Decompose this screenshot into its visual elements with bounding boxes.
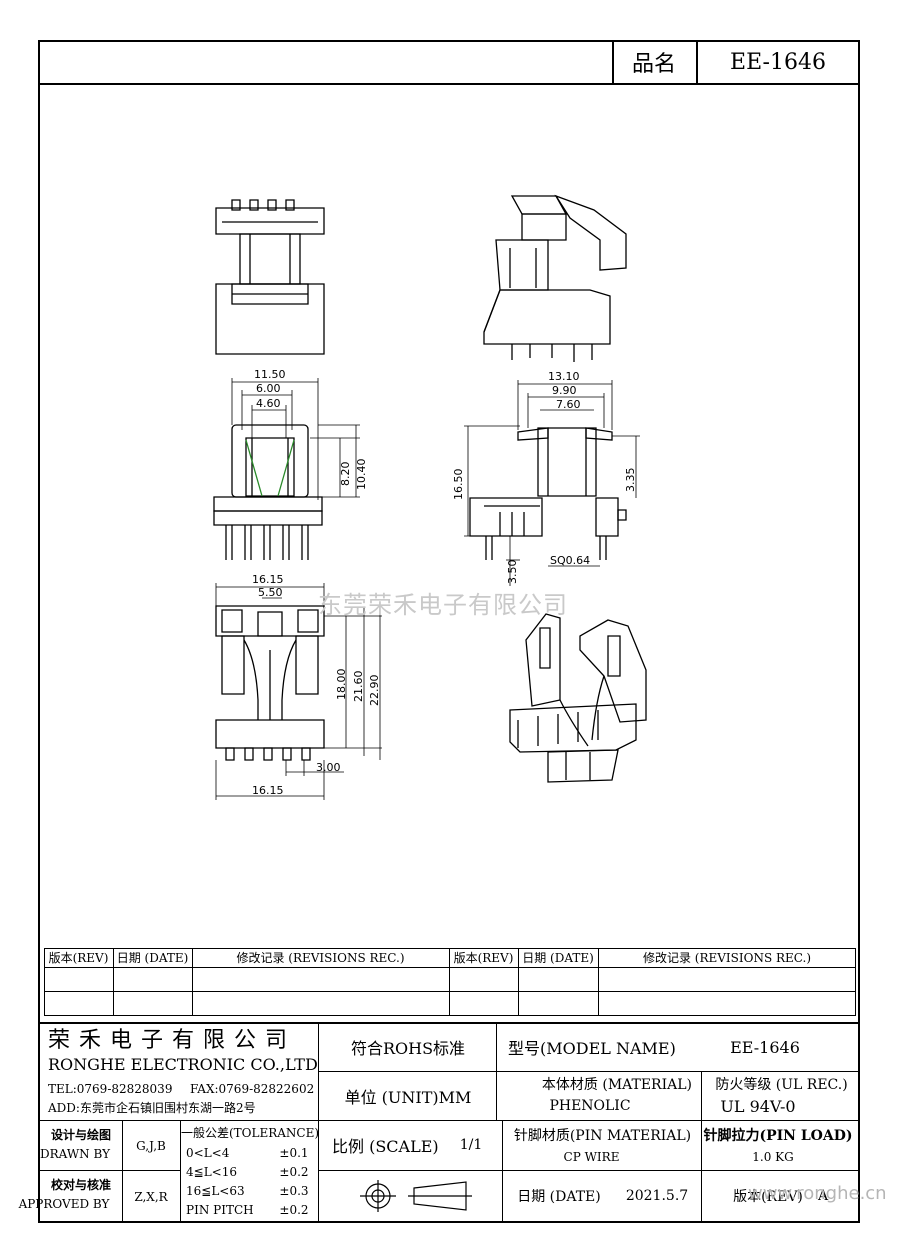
tolerance-title: 一般公差(TOLERANCE) xyxy=(180,1125,320,1140)
rev-col-line-3 xyxy=(449,948,450,1016)
tol-value-1: ±0.1 xyxy=(279,1145,309,1160)
tb-vline-e xyxy=(122,1120,123,1223)
drawing-frame xyxy=(38,40,860,1223)
drawn-by-value: G,J,B xyxy=(136,1139,166,1153)
company-name-cn: 荣禾电子有限公司 xyxy=(48,1028,297,1053)
isometric-view-1 xyxy=(484,196,626,362)
revision-table xyxy=(44,948,856,1016)
rev-value: A xyxy=(817,1188,829,1204)
date-label: 日期 (DATE) xyxy=(517,1189,601,1205)
top-view xyxy=(216,200,324,354)
product-name-label: 品名 xyxy=(631,52,676,77)
tol-range-4: PIN PITCH xyxy=(186,1202,254,1217)
company-watermark: 东莞荣禾电子有限公司 xyxy=(318,591,568,619)
dim-side-width-total: 13.10 xyxy=(548,370,580,383)
technical-drawing: 11.50 6.00 4.60 8.20 10.40 13.10 9.90 7.… xyxy=(0,0,900,940)
dim-bottom-len-c: 22.90 xyxy=(368,675,381,707)
tb-hline-2 xyxy=(38,1120,860,1121)
drawn-by-cn: 设计与绘图 xyxy=(50,1127,111,1142)
material-value: PHENOLIC xyxy=(549,1098,631,1114)
dim-side-width-inner: 7.60 xyxy=(556,398,581,411)
approved-by-en: APPROVED BY xyxy=(18,1197,110,1211)
rev-header-date-2: 日期 (DATE) xyxy=(522,951,594,965)
rev-col-line-5 xyxy=(598,948,599,1016)
title-block-top-line xyxy=(38,1022,860,1024)
rev-label: 版本(REV) xyxy=(733,1189,803,1205)
tol-value-3: ±0.3 xyxy=(279,1183,309,1198)
rev-header-rec-1: 修改记录 (REVISIONS REC.) xyxy=(236,951,405,965)
dim-side-pin-height: 3.35 xyxy=(624,468,637,493)
dim-pin-square: SQ0.64 xyxy=(550,554,590,567)
rev-header-date-1: 日期 (DATE) xyxy=(116,951,189,965)
dim-bottom-inner: 5.50 xyxy=(258,586,283,599)
tb-hline-4 xyxy=(38,1170,180,1171)
drawn-by-en: DRAWN BY xyxy=(40,1147,111,1161)
side-view xyxy=(464,380,640,586)
dim-top-width-inner: 4.60 xyxy=(256,397,281,410)
scale-value: 1/1 xyxy=(459,1137,483,1153)
rev-col-line-2 xyxy=(192,948,193,1016)
dim-top-width-mid: 6.00 xyxy=(256,382,281,395)
rev-row-line-1 xyxy=(44,967,856,968)
tb-vline-f xyxy=(180,1120,181,1223)
projection-symbol xyxy=(350,1176,480,1216)
product-name-value: EE-1646 xyxy=(730,49,826,75)
ul-value: UL 94V-0 xyxy=(720,1096,796,1116)
dim-height-outer: 10.40 xyxy=(355,459,368,491)
bottom-view xyxy=(216,583,382,800)
header-vline-2 xyxy=(696,40,698,84)
dim-pin-length: 3.50 xyxy=(506,560,519,585)
tb-hline-3 xyxy=(318,1170,860,1171)
dim-side-height: 16.50 xyxy=(452,469,465,501)
header-vline-1 xyxy=(612,40,614,84)
pin-material-value: CP WIRE xyxy=(563,1150,620,1164)
ul-label: 防火等级 (UL REC.) xyxy=(715,1077,848,1093)
rev-col-line-4 xyxy=(518,948,519,1016)
isometric-view-2 xyxy=(510,614,646,782)
material-label: 本体材质 (MATERIAL) xyxy=(541,1077,692,1093)
front-view xyxy=(214,378,360,560)
model-name-label: 型号(MODEL NAME) xyxy=(508,1039,676,1058)
tb-hline-1 xyxy=(318,1071,860,1072)
rev-header-rev-2: 版本(REV) xyxy=(453,951,514,965)
dim-bottom-width-top: 16.15 xyxy=(252,573,284,586)
tb-vline-c xyxy=(701,1071,702,1223)
date-value: 2021.5.7 xyxy=(625,1188,689,1204)
rev-header-rec-2: 修改记录 (REVISIONS REC.) xyxy=(642,951,812,965)
company-name-en: RONGHE ELECTRONIC CO.,LTD xyxy=(48,1054,318,1074)
pin-material-label: 针脚材质(PIN MATERIAL) xyxy=(513,1128,692,1144)
pin-load-label: 针脚拉力(PIN LOAD) xyxy=(703,1128,853,1144)
company-address: ADD:东莞市企石镇旧围村东湖一路2号 xyxy=(48,1100,256,1115)
scale-label: 比例 (SCALE) xyxy=(332,1137,439,1156)
rohs-label: 符合ROHS标准 xyxy=(350,1039,466,1058)
approved-by-cn: 校对与核准 xyxy=(50,1177,111,1192)
tol-range-1: 0<L<4 xyxy=(186,1145,230,1160)
dim-top-width-total: 11.50 xyxy=(254,368,286,381)
rev-col-line-1 xyxy=(113,948,114,1016)
rev-header-rev-1: 版本(REV) xyxy=(48,951,109,965)
dim-bottom-len-a: 18.00 xyxy=(335,669,348,701)
tol-range-3: 16≦L<63 xyxy=(186,1183,245,1198)
site-watermark: www.ronghe.cn xyxy=(748,1183,887,1204)
dim-height-inner: 8.20 xyxy=(339,462,352,487)
tol-value-2: ±0.2 xyxy=(279,1164,309,1179)
rev-row-line-2 xyxy=(44,991,856,992)
tb-vline-a xyxy=(318,1022,319,1223)
approved-by-value: Z,X,R xyxy=(134,1190,168,1204)
company-tel: TEL:0769-82828039 xyxy=(48,1082,173,1096)
company-fax: FAX:0769-82822602 xyxy=(190,1082,315,1096)
unit-label: 单位 (UNIT)MM xyxy=(344,1088,472,1107)
dim-bottom-width-bottom: 16.15 xyxy=(252,784,284,797)
model-name-value: EE-1646 xyxy=(730,1037,800,1057)
tol-range-2: 4≦L<16 xyxy=(186,1164,237,1179)
dim-bottom-len-b: 21.60 xyxy=(352,671,365,703)
tb-vline-d xyxy=(502,1120,503,1223)
dim-pin-pitch: 3.00 xyxy=(316,761,341,774)
dim-side-width-mid: 9.90 xyxy=(552,384,577,397)
header-divider xyxy=(38,83,860,85)
tol-value-4: ±0.2 xyxy=(279,1202,309,1217)
pin-load-value: 1.0 KG xyxy=(752,1150,794,1164)
